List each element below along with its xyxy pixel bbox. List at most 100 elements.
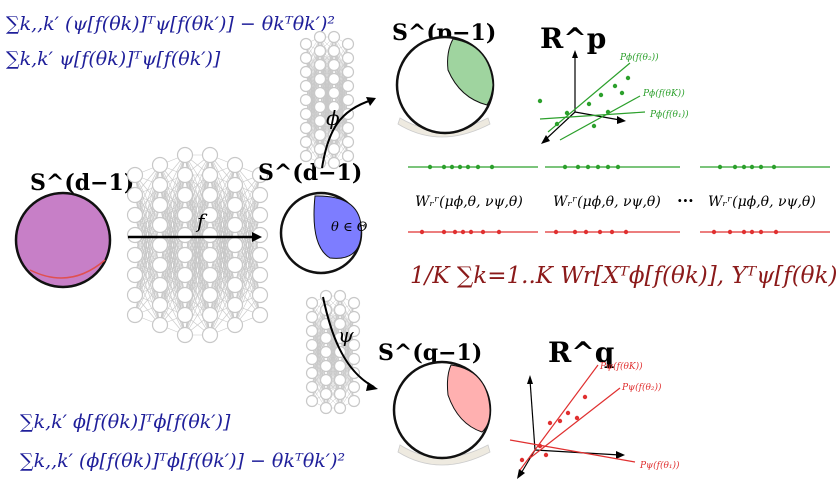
network-f-node <box>251 286 269 304</box>
network-f-node <box>201 186 219 204</box>
green-point <box>749 164 755 170</box>
wasserstein-row: Wᵣʳ(μϕ,θ, νψ,θ) Wᵣʳ(μϕ,θ, νψ,θ) ··· Wᵣʳ(… <box>415 191 816 210</box>
network-phi-node <box>313 86 327 100</box>
network-f-edge <box>159 154 186 226</box>
network-phi-node <box>299 121 313 135</box>
network-phi-edge <box>333 113 349 164</box>
red-point <box>496 229 502 235</box>
wasserstein-term-3: Wᵣʳ(μϕ,θ, νψ,θ) <box>708 194 816 210</box>
top-formula-line1: ∑k,,k′ (ψ[f(θk)]ᵀψ[f(θk′)] − θkᵀθk′)² <box>6 13 335 35</box>
network-f-edge <box>234 254 261 326</box>
network-f-node <box>126 246 144 264</box>
network-phi-node <box>327 156 341 170</box>
input-sphere-arc <box>29 259 106 279</box>
network-f-node <box>226 296 244 314</box>
network-psi-node <box>305 394 319 408</box>
rq-line-K <box>519 364 599 471</box>
network-f-node <box>201 266 219 284</box>
network-f-node <box>201 206 219 224</box>
green-projected-points <box>427 164 777 170</box>
network-phi-node <box>341 149 355 163</box>
wasserstein-term-2: Wᵣʳ(μϕ,θ, νψ,θ) <box>553 194 661 210</box>
network-psi-node <box>347 352 361 366</box>
green-point <box>457 164 463 170</box>
main-objective: 1/K ∑k=1..K Wr[Xᵀϕ[f(θk)], Yᵀψ[f(θk)]]^(… <box>410 263 837 289</box>
network-f-edge <box>209 164 236 336</box>
top-formula-line2: ∑k,k′ ψ[f(θk)]ᵀψ[f(θk′)] <box>6 48 221 70</box>
network-psi-edge <box>339 372 355 409</box>
network-phi-node <box>327 44 341 58</box>
network-f-edge <box>184 154 211 216</box>
network-psi-node <box>319 345 333 359</box>
wasserstein-term-1: Wᵣʳ(μϕ,θ, νψ,θ) <box>415 194 523 210</box>
network-phi-node <box>299 93 313 107</box>
green-point <box>449 164 455 170</box>
red-point <box>572 229 578 235</box>
network-psi-node <box>305 352 319 366</box>
network-f-node <box>176 306 194 324</box>
rq-label: R^q <box>548 336 614 369</box>
network-psi-node <box>319 401 333 415</box>
network-phi-edge <box>333 43 349 164</box>
network-psi-node <box>319 359 333 373</box>
network-f-node <box>251 186 269 204</box>
network-f-edge <box>159 274 186 326</box>
network-f-node <box>201 226 219 244</box>
green-point <box>741 164 747 170</box>
red-point <box>480 229 486 235</box>
network-f-node <box>176 286 194 304</box>
network-f-edge <box>159 154 186 206</box>
network-f-node <box>151 256 169 274</box>
input-sphere-label: S^(d−1) <box>30 170 134 196</box>
network-phi-edge <box>305 120 321 157</box>
network-f-node <box>176 146 194 164</box>
network-phi-edge <box>305 36 321 157</box>
network-f-node <box>251 206 269 224</box>
rp-label: R^p <box>540 22 606 55</box>
network-f-node <box>176 186 194 204</box>
network-f-edge <box>134 244 161 316</box>
network-phi-node <box>313 30 327 44</box>
network-f-node <box>151 316 169 334</box>
rq-points <box>519 394 588 463</box>
network-psi-node <box>333 359 347 373</box>
network-phi-node <box>327 86 341 100</box>
network-phi-node <box>341 79 355 93</box>
network-psi-node <box>347 380 361 394</box>
network-phi-edge <box>319 36 335 164</box>
green-point <box>475 164 481 170</box>
network-f-node <box>201 246 219 264</box>
network-f-node <box>226 236 244 254</box>
network-f <box>126 146 269 344</box>
red-point <box>773 229 779 235</box>
network-psi-node <box>333 401 347 415</box>
rp-line-2 <box>547 62 631 133</box>
bottom-sphere: S^(q−1) <box>378 340 492 466</box>
network-phi-node <box>299 149 313 163</box>
network-psi-edge <box>339 302 355 353</box>
network-psi-node <box>333 289 347 303</box>
network-phi-node <box>341 37 355 51</box>
red-point <box>727 229 733 235</box>
middle-sphere: θ ∈ Θ S^(d−1) <box>258 160 368 275</box>
network-phi-node <box>299 135 313 149</box>
network-phi-node <box>341 65 355 79</box>
network-phi-node <box>327 142 341 156</box>
network-psi-node <box>305 380 319 394</box>
network-phi-node <box>313 58 327 72</box>
network-psi-node <box>347 338 361 352</box>
network-f-edge <box>134 164 161 216</box>
green-point <box>562 164 568 170</box>
network-f-node <box>226 156 244 174</box>
rp-line-K <box>559 95 641 141</box>
network-f-node <box>126 266 144 284</box>
network-psi-node <box>305 338 319 352</box>
network-f-edge <box>209 164 236 236</box>
network-f-node <box>176 166 194 184</box>
main-objective-formula: 1/K ∑k=1..K Wr[Xᵀϕ[f(θk)], Yᵀψ[f(θk)]]^(… <box>410 263 837 289</box>
network-phi-edge <box>333 43 349 94</box>
input-sphere: S^(d−1) <box>14 170 134 289</box>
map-psi-arrow: ψ <box>322 296 378 391</box>
network-psi-node <box>305 324 319 338</box>
network-phi-node <box>341 135 355 149</box>
